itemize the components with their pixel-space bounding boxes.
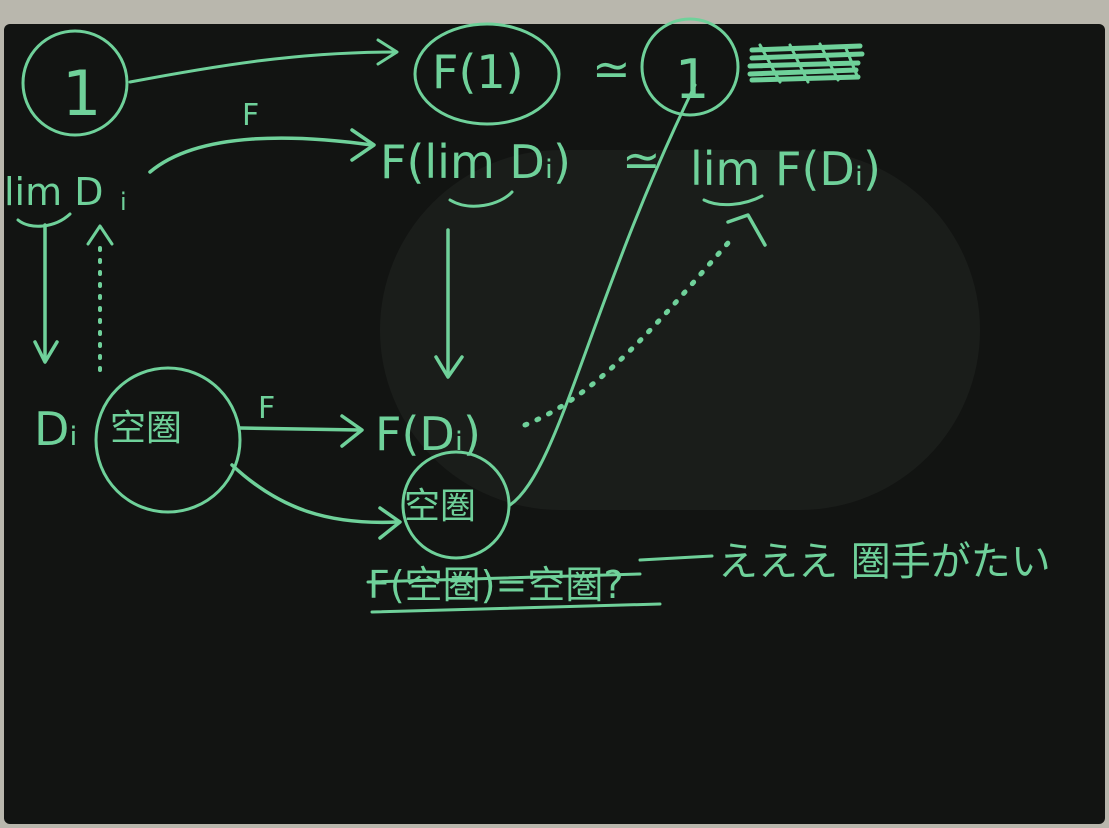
node-empty-source: 空圏 bbox=[110, 408, 182, 449]
node-D-i: Dᵢ bbox=[34, 402, 78, 456]
node-lim-D-sub: i bbox=[120, 188, 127, 216]
arrow-one-to-F-one bbox=[128, 50, 397, 84]
iso-one: ≃ bbox=[592, 42, 631, 96]
board-surface bbox=[4, 24, 1105, 824]
arrowhead-D-to-F-D bbox=[340, 414, 364, 448]
arrowhead-one-to-F-one bbox=[376, 38, 399, 66]
arrowhead-lim-to-D bbox=[33, 340, 59, 364]
strike-line-three bbox=[638, 554, 714, 562]
arrowhead-empty-to-empty bbox=[378, 506, 402, 540]
label-top-F: F bbox=[242, 98, 259, 133]
comment-text: えええ 圏手がたい bbox=[718, 539, 1051, 585]
arrowhead-dotted-right bbox=[726, 213, 767, 247]
circle-empty-source bbox=[94, 366, 242, 514]
arrow-empty-to-terminal bbox=[508, 83, 697, 507]
strike-line-two bbox=[370, 602, 662, 614]
circle-terminal bbox=[640, 17, 740, 117]
label-bottom-F: F bbox=[258, 391, 275, 426]
arrow-lim-to-F-lim bbox=[148, 136, 374, 174]
struck-equation: F(空圏)=空圏? bbox=[368, 563, 624, 607]
node-terminal: 1 bbox=[675, 48, 709, 111]
circle-one bbox=[21, 29, 129, 137]
arrow-D-to-F-D bbox=[238, 426, 362, 432]
scribble bbox=[747, 42, 865, 84]
node-empty-target: 空圏 bbox=[404, 486, 476, 527]
arrow-empty-to-empty bbox=[230, 463, 400, 525]
lim-underline-left bbox=[16, 212, 72, 228]
node-lim-F-D: lim F(Dᵢ) bbox=[690, 142, 881, 196]
circle-F-one bbox=[413, 22, 561, 126]
node-F-lim-D: F(lim Dᵢ) bbox=[380, 135, 571, 189]
node-F-one: F(1) bbox=[432, 45, 524, 99]
arrowhead-F-lim-to-F-D bbox=[434, 355, 464, 379]
dotted-F-D-to-lim-F bbox=[522, 232, 738, 428]
lim-underline-mid bbox=[448, 190, 514, 208]
arrowhead-dotted-left bbox=[86, 224, 114, 246]
iso-two: ≃ bbox=[622, 133, 661, 187]
arrowhead-lim-to-F-lim bbox=[350, 128, 376, 162]
strike-line-one bbox=[366, 572, 642, 584]
lim-underline-right bbox=[702, 194, 764, 207]
node-one: 1 bbox=[62, 57, 101, 130]
node-lim-D: lim D bbox=[4, 170, 103, 214]
board-glare bbox=[380, 150, 980, 510]
